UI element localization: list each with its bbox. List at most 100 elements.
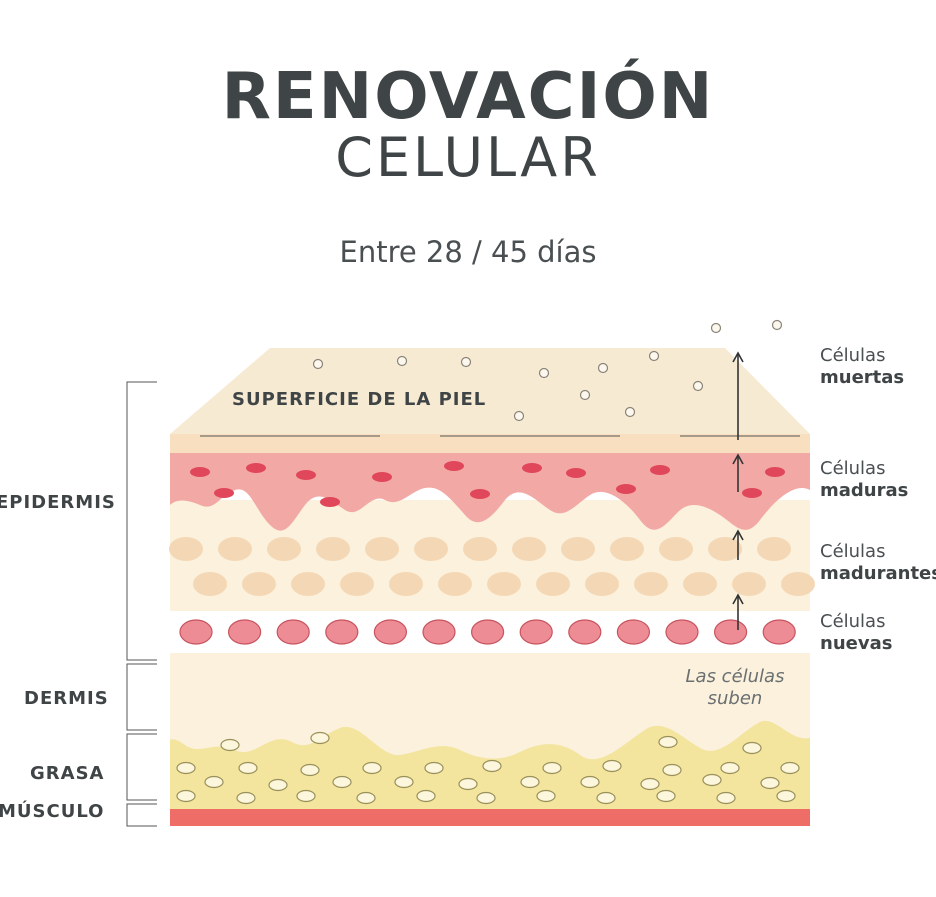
- mature-cells-label: Células maduras: [820, 458, 908, 502]
- fat-cell: [702, 773, 722, 787]
- new-cell: [422, 619, 456, 645]
- new-cell: [568, 619, 602, 645]
- fat-cell: [356, 791, 376, 805]
- title-main: RENOVACIÓN: [221, 60, 715, 134]
- new-cell: [616, 619, 651, 645]
- maturing-cells-state: madurantes: [820, 563, 936, 584]
- new-cell: [471, 619, 505, 645]
- maturing-cell: [561, 537, 595, 561]
- fat-cell: [300, 763, 320, 777]
- new-cells-word: Células: [820, 611, 886, 632]
- fat-cell: [238, 761, 258, 775]
- fat-cell: [720, 761, 740, 775]
- muscle-layer: [170, 809, 810, 826]
- maturing-cell: [365, 537, 399, 561]
- mature-cell: [296, 470, 316, 480]
- fat-cell: [236, 791, 256, 805]
- fat-label: GRASA: [30, 763, 105, 784]
- dead-cell: [710, 322, 722, 334]
- dead-cells-state: muertas: [820, 367, 905, 388]
- maturing-cell: [585, 572, 619, 596]
- rise-arrows: [732, 351, 744, 630]
- maturing-cell: [683, 572, 717, 596]
- fat-cell: [176, 761, 196, 775]
- maturing-cell: [757, 537, 791, 561]
- mature-cell: [190, 467, 210, 477]
- dead-cell: [597, 362, 609, 374]
- dead-cell: [460, 356, 472, 368]
- fat-cell: [520, 775, 540, 789]
- fat-cell: [760, 776, 780, 790]
- maturing-cell: [610, 537, 644, 561]
- fat-cell: [602, 759, 622, 773]
- dead-cell: [513, 410, 525, 422]
- maturing-cell: [487, 572, 521, 596]
- new-cell: [373, 619, 407, 645]
- fat-cell: [596, 791, 616, 805]
- dead-cell: [396, 355, 408, 367]
- mature-cell: [742, 488, 762, 498]
- maturing-cell: [193, 572, 227, 596]
- fat-cell: [580, 775, 600, 789]
- dead-cell: [624, 406, 636, 418]
- maturing-cell-dots: [169, 537, 815, 596]
- mature-cell: [616, 484, 636, 494]
- fat-cell: [656, 789, 676, 803]
- mature-cell: [470, 489, 490, 499]
- fat-cell: [296, 789, 316, 803]
- mature-cell: [765, 467, 785, 477]
- fat-cell: [482, 759, 502, 773]
- new-cell: [713, 619, 748, 645]
- skin-surface-label: SUPERFICIE DE LA PIEL: [232, 389, 487, 410]
- fat-cell: [424, 761, 444, 775]
- maturing-cell: [414, 537, 448, 561]
- mature-cells-word: Células: [820, 458, 886, 479]
- epidermis-label: EPIDERMIS: [0, 492, 116, 513]
- mature-cell: [522, 463, 542, 473]
- maturing-cell: [340, 572, 374, 596]
- dead-cell: [648, 350, 660, 362]
- fat-cell: [658, 735, 678, 749]
- fat-cell: [310, 731, 330, 745]
- fat-cell: [458, 777, 478, 791]
- dead-cell: [538, 367, 550, 379]
- fat-cell: [416, 789, 436, 803]
- fat-cell: [204, 775, 224, 789]
- layer-brackets: [126, 381, 157, 827]
- new-cell: [665, 619, 699, 645]
- dermis-layer: [170, 650, 810, 760]
- maturing-cells-label: Células madurantes: [820, 541, 936, 585]
- renewal-period: Entre 28 / 45 días: [339, 235, 597, 269]
- title-sub: CELULAR: [335, 126, 601, 189]
- mature-cells-layer: [170, 453, 810, 531]
- new-cells-state: nuevas: [820, 633, 893, 654]
- fat-cell: [394, 775, 414, 789]
- cells-rise-label: Las células suben: [685, 666, 785, 709]
- fat-cell: [776, 789, 796, 803]
- maturing-cell: [708, 537, 742, 561]
- maturing-cell: [267, 537, 301, 561]
- dead-cells-label: Células muertas: [820, 345, 904, 389]
- fat-cell-dots: [176, 731, 800, 805]
- maturing-cell: [389, 572, 423, 596]
- dead-cell: [312, 358, 324, 370]
- maturing-cell: [218, 537, 252, 561]
- mature-cell-dots: [190, 461, 785, 507]
- new-cell: [762, 619, 796, 645]
- fat-cell: [662, 763, 682, 777]
- new-cell-dots: [179, 619, 796, 645]
- dead-cell-dots: [312, 319, 783, 422]
- surface-band: [170, 434, 810, 453]
- dead-cell: [771, 319, 783, 331]
- new-cells-label: Células nuevas: [820, 611, 892, 655]
- maturing-cell: [732, 572, 766, 596]
- fat-cell: [268, 778, 288, 792]
- mature-cell: [650, 465, 670, 475]
- mature-cell: [566, 468, 586, 478]
- fat-cell: [640, 777, 660, 791]
- fat-cell: [176, 789, 196, 803]
- mature-cell: [214, 488, 234, 498]
- dead-cell: [692, 380, 704, 392]
- fat-cell: [716, 791, 736, 805]
